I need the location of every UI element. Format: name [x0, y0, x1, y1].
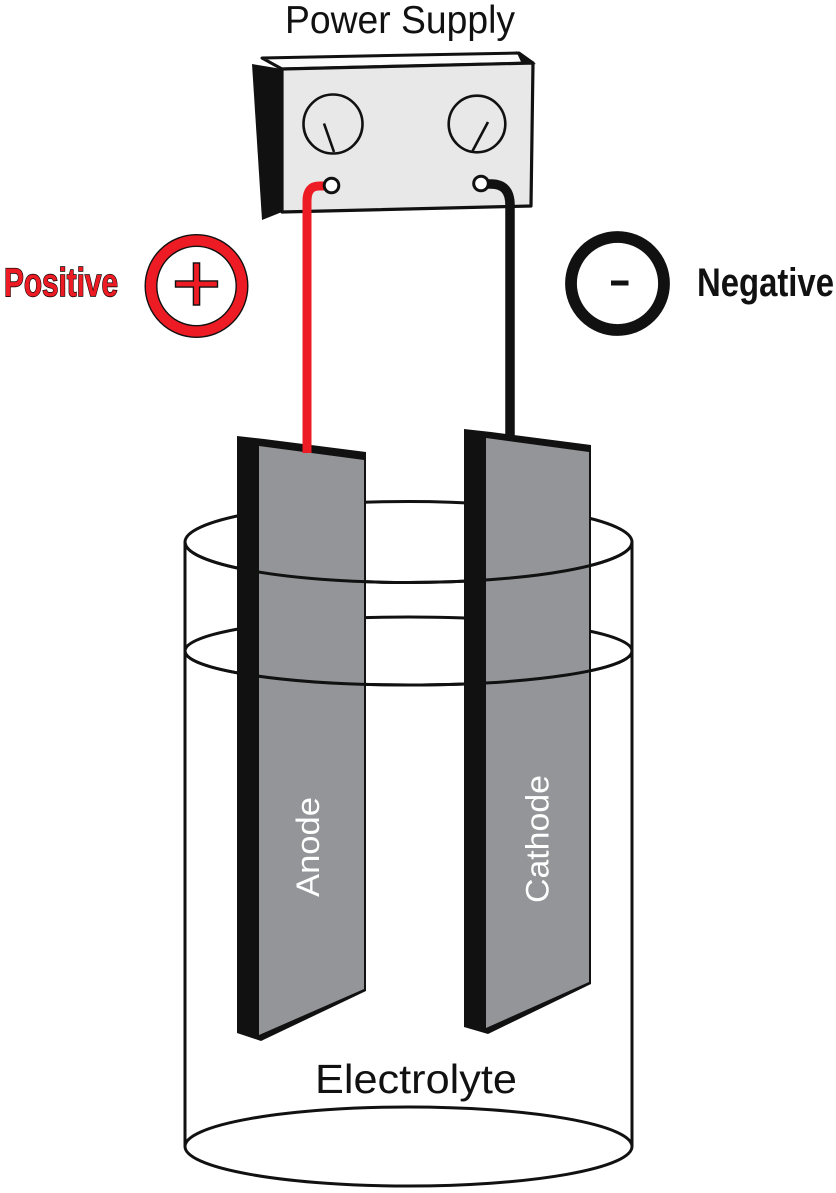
dial-pointer-left: [322, 123, 336, 153]
negative-wire: [482, 179, 515, 440]
power-supply-box: [252, 51, 536, 220]
power-supply-left-side: [252, 64, 282, 220]
beaker-bottom: [183, 1105, 634, 1188]
beaker-front-arcs: [183, 541, 634, 687]
anode-label: Anode: [290, 797, 326, 897]
cathode-face: [486, 438, 589, 1028]
dial-icon-right: [447, 94, 507, 154]
plus-icon: [174, 262, 219, 306]
positive-terminal-port: [322, 176, 341, 195]
negative-label: Negative: [697, 261, 834, 305]
negative-terminal-port: [472, 174, 490, 193]
dial-icon-left: [302, 93, 364, 155]
cathode-electrode: [464, 429, 591, 1034]
positive-ring: [145, 235, 248, 337]
dial-pointer-right: [470, 121, 490, 153]
positive-label: Positive: [4, 261, 118, 305]
negative-ring: [565, 231, 670, 336]
negative-symbol: [565, 231, 670, 336]
power-supply-front-face: [280, 61, 535, 214]
positive-symbol: [144, 234, 249, 338]
page-title: Power Supply: [285, 0, 515, 42]
anode-face: [259, 446, 364, 1035]
positive-wire: [302, 181, 330, 453]
electrolyte-label: Electrolyte: [315, 1056, 517, 1102]
liquid-level-front-arc: [183, 650, 634, 687]
anode-electrode: [237, 436, 366, 1041]
cathode-label: Cathode: [520, 775, 556, 903]
beaker-rim-front-arc: [183, 541, 634, 584]
